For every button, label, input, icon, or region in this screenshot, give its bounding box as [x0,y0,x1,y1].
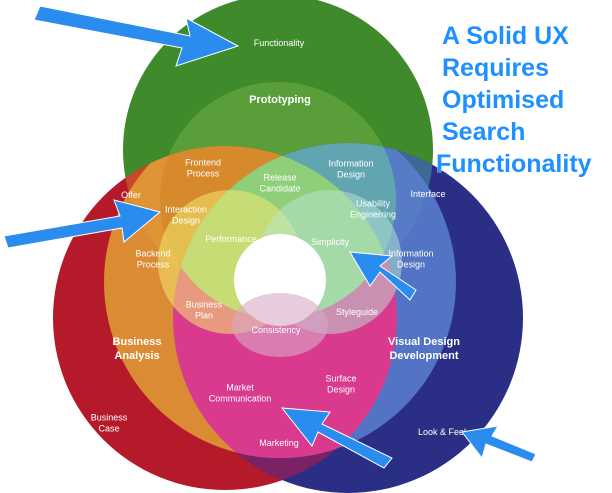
headline-line: Functionality [436,150,592,178]
arrow-to-market-communication [280,407,393,469]
label-performance: Performance [205,234,257,244]
arrow-to-simplicity [349,251,417,301]
label-ux: UX [275,265,288,275]
headline-line: Search [442,118,525,146]
label-simplicity: Simplicity [311,237,350,247]
prototyping-label: Prototyping [249,94,311,106]
headline-line: A Solid UX [442,22,569,50]
functionality-label: Functionality [254,38,305,48]
label-consistency: Consistency [251,325,301,335]
label-look-and-feel: Look & Feel [418,427,466,437]
label-marketing: Marketing [259,438,299,448]
arrow-to-look-and-feel [461,425,537,463]
arrows [3,5,537,469]
arrow-to-functionality [33,5,240,67]
headline: A Solid UX RequiresOptimisedSearchFunctio… [436,22,592,179]
label-offer: Offer [121,190,141,200]
label-styleguide: Styleguide [336,307,378,317]
label-interface: Interface [410,189,445,199]
arrow-to-interaction-design [3,199,162,249]
consistency-lens [232,293,328,357]
headline-line: Optimised [442,86,564,114]
headline-line: Requires [442,54,549,82]
